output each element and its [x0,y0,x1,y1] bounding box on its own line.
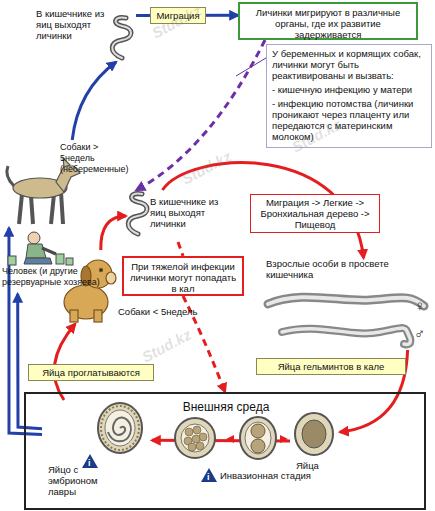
human-illustration [8,232,73,265]
egg-stage: Яйцо с эмбрионом лавры [42,400,152,496]
female-worm-body [268,297,424,306]
human-arm [42,248,56,254]
female-worm [268,297,424,306]
egg-stage: Яйца [290,414,340,474]
cycle-arrow [72,62,116,140]
info-icon [82,454,98,468]
egg-shell [295,413,333,455]
larva-illustration [128,194,147,234]
egg-larva [108,417,131,441]
morula-egg [175,418,215,458]
egg-shell [175,418,215,458]
legend-text: Инвазионная стадия [220,470,311,481]
dog-leg [31,196,33,224]
egg-shell [240,417,276,459]
male-worm [282,328,410,344]
node-text: Личинки мигрируют в различные органы, гд… [245,7,411,40]
egg-cell [251,424,265,438]
larva-stage: В кишечнике из яиц выходят личинки [126,190,230,242]
cycle-arrow [136,40,265,190]
puppy-leg [70,310,78,322]
cycle-arrow [54,324,75,400]
egg-cell [188,443,196,451]
dog-tail [7,166,14,186]
dog-leg [51,194,54,224]
cycle-arrow [101,216,126,250]
arrow-head [280,435,288,443]
node-text: Собаки > 5недель (небеременные) [60,142,128,175]
egg-cell [185,428,193,436]
egg-cell [251,439,265,453]
egg-cells [184,426,207,451]
host-stage: Собаки < 5недель [56,250,120,324]
egg-inner [181,424,209,452]
fresh-egg [295,413,333,455]
node-text: - кишечную инфекцию у матери [272,84,426,95]
edge-label: Миграция -> Легкие -> Бронхиальная дерев… [250,194,380,233]
human-head [28,232,40,244]
egg-cell [196,442,204,450]
edge-label: Яйца проглатываются [28,364,154,381]
egg-shell-pits [101,406,139,450]
node-text: В кишечнике из яиц выходят личинки [150,196,230,229]
egg-cell [192,435,200,443]
sex-symbol: ♀ [414,298,425,314]
two-cell-egg [240,417,276,459]
node-text: Человек (и другие резервуарные хозяева) [2,266,114,288]
male-worm-body [282,328,410,344]
node-text: Яйцо с эмбрионом лавры [48,464,128,497]
egg-cell [193,426,201,434]
toy-cup [56,254,64,264]
egg-inner [105,410,135,446]
dog-leg [19,194,22,224]
node-text: При тяжелой инфекции личинки могут попад… [128,261,238,294]
egg-shell [98,403,142,453]
node-text: У беременных и кормящих собак, личинки м… [272,48,426,81]
watermark: Stud.kz [179,148,234,187]
node-text: В кишечнике из яиц выходят личинки [36,8,108,41]
human-legs [24,258,52,264]
human-body [26,244,46,258]
host-stage: Собаки > 5недель (небеременные) [4,140,128,228]
toy-cup [66,258,73,265]
process-box: Личинки мигрируют в различные органы, гд… [238,2,418,40]
node-text: Взрослые особи в просвете кишечника [266,258,396,280]
info-letter: i [88,458,91,468]
node-text: Внешняя среда [171,400,281,414]
node-text: - инфекцию потомства (личинки проникают … [272,98,426,142]
legend-sample [201,468,217,482]
puppy-leg [94,310,102,322]
larva-illustration [112,18,131,58]
puppy-snout [106,272,116,284]
legend-item: Инвазионная стадия [220,470,311,481]
note-box: У беременных и кормящих собак, личинки м… [266,44,432,148]
embryonated-egg [98,403,142,453]
arrow-head [226,435,234,443]
egg-inner [245,422,271,454]
adult-worms-illustration [268,297,424,344]
cycle-arrow [178,242,183,256]
host-stage: Человек (и другие резервуарные хозяева) [2,232,114,294]
dog-leg [61,192,63,224]
info-letter: i [207,472,210,482]
egg-inner [302,420,326,448]
node-text: Яйца [296,460,340,471]
environment-box: Внешняя средаЯйцо с эмбрионом лавры Яйца [24,392,426,510]
adult-stage: Взрослые особи в просвете кишечника [258,258,434,350]
leader-line [236,58,266,76]
sex-symbol: ♂ [414,326,425,342]
warning-box: При тяжелой инфекции личинки могут попад… [122,256,244,296]
watermark: Stud.kz [139,326,194,365]
puppy-eye [99,268,102,271]
node-text: Собаки < 5недель [118,306,202,317]
toy-cup [8,256,16,265]
edge-label: Яйца гельминтов в кале [256,358,406,375]
cycle-arrow [18,294,42,429]
larva-stage: В кишечнике из яиц выходят личинки [36,4,136,62]
